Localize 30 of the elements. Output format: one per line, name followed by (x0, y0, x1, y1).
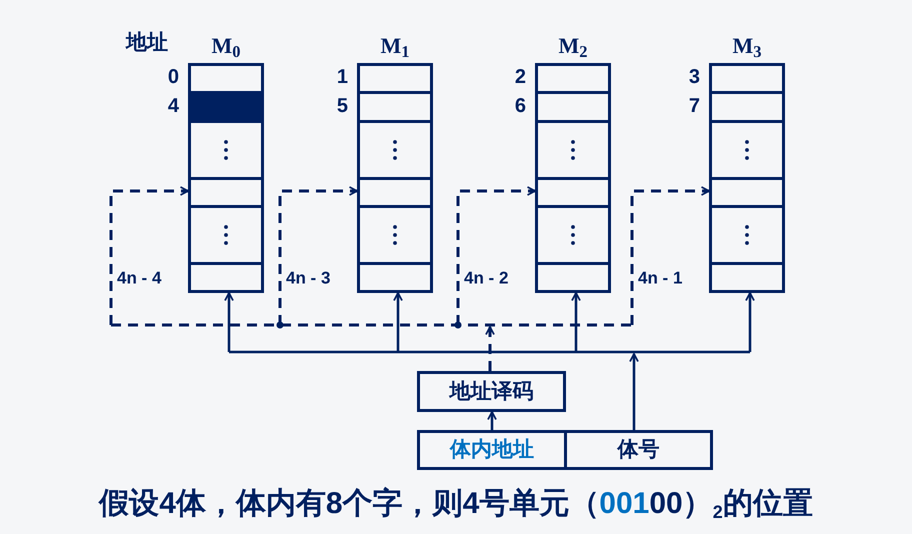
arrow (229, 350, 750, 430)
address-label: 3 (688, 67, 700, 87)
address-decoder-block: 地址译码 (417, 371, 566, 412)
module-label: M$_{0}$ (211, 34, 240, 58)
arrow (745, 292, 755, 352)
address-label: 4n - 1 (638, 269, 682, 286)
address-label: 6 (514, 96, 526, 116)
dashed-arrow (630, 186, 710, 325)
arrow (393, 292, 403, 352)
address-label: 0 (168, 67, 179, 87)
module-label: M$_{1}$ (380, 34, 410, 58)
address-label: 2 (514, 67, 526, 87)
address-label: 4n - 3 (286, 269, 330, 286)
arrow (487, 411, 497, 430)
arrow (224, 292, 234, 352)
arrow (571, 292, 581, 352)
caption: 假设4体，体内有8个字，则4号单元（00100）$_{2}$的位置 (99, 486, 813, 524)
column-header: 地址 (126, 30, 168, 56)
dashed-arrow (111, 324, 632, 371)
address-label: 4n - 4 (117, 269, 162, 286)
module-label: M$_{2}$ (558, 34, 588, 58)
register-field: 体内地址 (417, 430, 567, 470)
register-field: 体号 (567, 430, 713, 470)
address-label: 4n - 2 (464, 269, 508, 286)
module-label: M$_{3}$ (732, 34, 762, 58)
address-label: 4 (168, 96, 179, 116)
dashed-arrow (110, 186, 189, 325)
address-label: 7 (688, 96, 700, 116)
address-label: 1 (336, 67, 348, 87)
address-label: 5 (336, 96, 348, 116)
